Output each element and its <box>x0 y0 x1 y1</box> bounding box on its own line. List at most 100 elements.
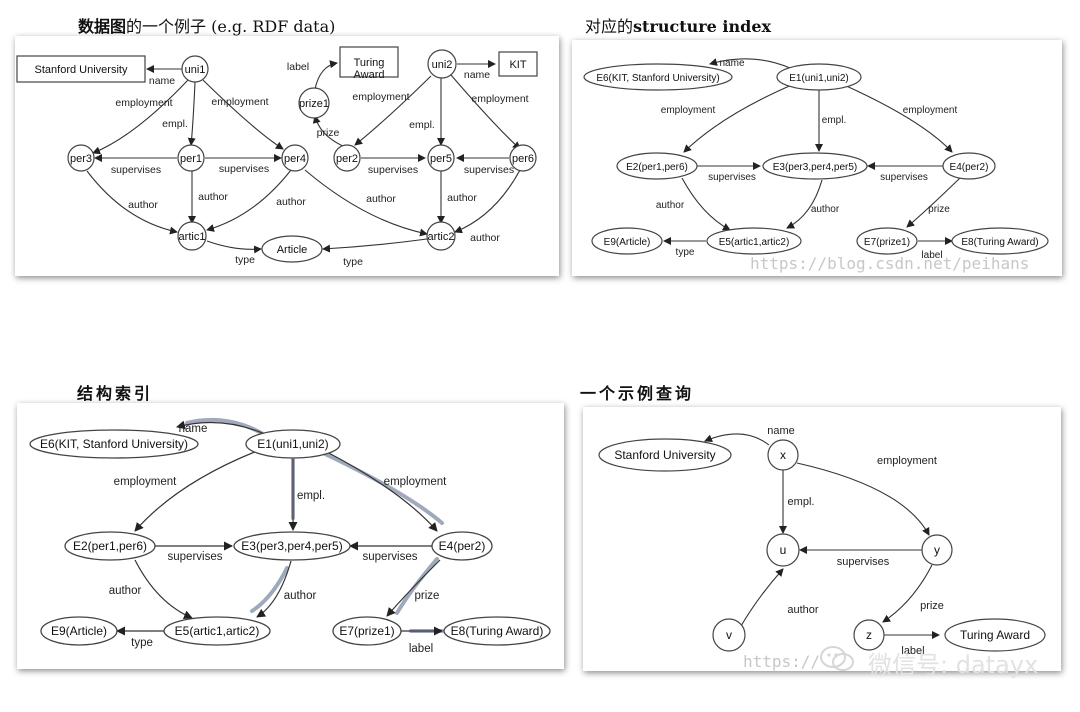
si-edge-label-empl: empl. <box>822 115 846 126</box>
si-edge-label-supervises-left: supervises <box>708 172 756 183</box>
label-artic2: artic2 <box>428 231 455 243</box>
si-edge-e2-author-e5 <box>681 177 731 231</box>
edge-label-type-artic1: type <box>235 254 255 266</box>
sih-edge-label-author-right: author <box>284 590 317 602</box>
sih-edge-e1-employment-e4 <box>324 450 438 532</box>
node-per1 <box>177 144 205 172</box>
example-query-panel: Stanford University x u y v z Turing Awa… <box>583 407 1061 679</box>
hl-e4-e7 <box>395 557 439 615</box>
structure-index-graph: E6(KIT, Stanford University) E1(uni1,uni… <box>583 58 1049 261</box>
si-label-e5: E5(artic1,artic2) <box>719 237 790 248</box>
edge-per6-author-artic2 <box>454 169 521 234</box>
q-edge-label-label: label <box>901 645 924 657</box>
q-node-y <box>921 534 953 566</box>
node-article <box>261 235 323 263</box>
q-label-x: x <box>780 448 786 462</box>
label-uni2: uni2 <box>432 59 453 71</box>
si-label-e2: E2(per1,per6) <box>626 162 688 173</box>
caption-rdf-rest: 的一个例子 (e.g. RDF data) <box>126 17 336 36</box>
si-edge-label-name: name <box>719 58 744 69</box>
edge-per4-author-artic2 <box>304 169 428 237</box>
si-node-e5 <box>706 227 802 255</box>
sih-label-e2: E2(per1,per6) <box>73 539 147 553</box>
node-artic2 <box>426 221 456 251</box>
si-edge-label-employment-right: employment <box>903 105 958 116</box>
q-edge-label-name: name <box>767 425 795 437</box>
si-label-e4: E4(per2) <box>950 162 989 173</box>
sih-node-e6 <box>29 429 199 459</box>
q-node-turing-award <box>944 618 1046 652</box>
si-edge-label-type: type <box>676 247 695 258</box>
caption-example-query: 一个示例查询 <box>580 384 695 403</box>
caption-structure-bold: structure index <box>633 17 772 36</box>
q-edge-x-name-stanford <box>704 433 770 446</box>
sih-edge-label-empl: empl. <box>297 490 325 502</box>
edge-uni1-empl-per1 <box>187 81 196 146</box>
edge-label-supervises-per6: supervises <box>464 164 514 176</box>
sih-node-e3 <box>233 531 351 561</box>
example-query-graph: Stanford University x u y v z Turing Awa… <box>598 425 1046 657</box>
wechat-icon <box>820 646 854 671</box>
sih-node-e4 <box>431 531 493 561</box>
si-node-e3 <box>762 152 868 180</box>
node-stanford-university <box>16 55 146 83</box>
edge-label-employment-per6: employment <box>471 93 528 105</box>
q-node-x <box>767 439 799 471</box>
q-label-z: z <box>866 628 872 642</box>
edge-uni2-employment-per2 <box>354 75 432 146</box>
edge-label-type-artic2: type <box>343 256 363 268</box>
q-label-stanford: Stanford University <box>614 448 715 462</box>
si-node-e2 <box>616 152 698 180</box>
node-artic1 <box>177 221 207 251</box>
si-edge-e1-name-e6 <box>709 58 791 69</box>
edge-artic1-type-article <box>206 240 262 254</box>
caption-structural-index: 结构索引 <box>77 384 154 403</box>
edge-label-prize: prize <box>317 127 340 139</box>
edge-uni1-employment-per4 <box>202 79 284 150</box>
si-edge-label-prize: prize <box>928 204 950 215</box>
sih-edge-label-employment-right: employment <box>384 476 447 488</box>
sih-label-e7: E7(prize1) <box>339 624 394 638</box>
edge-prize1-label-turing <box>314 60 338 90</box>
edge-label-supervises-per4: supervises <box>219 163 269 175</box>
sih-edge-label-author-left: author <box>109 585 142 597</box>
si-label-e9: E9(Article) <box>604 237 651 248</box>
sih-label-e8: E8(Turing Award) <box>451 624 544 638</box>
si-label-e8: E8(Turing Award) <box>961 237 1038 248</box>
si-edge-label-employment-left: employment <box>661 105 716 116</box>
edge-label-empl-per1: empl. <box>162 118 188 130</box>
sih-edge-e4-prize-e7 <box>386 559 441 617</box>
sih-edge-e3-author-e5 <box>256 560 292 618</box>
sih-node-e2 <box>64 531 156 561</box>
sih-label-e4: E4(per2) <box>439 539 486 553</box>
edge-label-supervises-per2: supervises <box>368 164 418 176</box>
sih-edge-label-supervises-right: supervises <box>363 551 418 563</box>
edge-label-employment-per4: employment <box>211 96 268 108</box>
structure-index-panel: E6(KIT, Stanford University) E1(uni1,uni… <box>572 40 1062 276</box>
structure-index-highlight-graph: E6(KIT, Stanford University) E1(uni1,uni… <box>29 417 551 655</box>
edge-label-author-per4-artic1: author <box>276 196 306 208</box>
node-per4 <box>281 144 309 172</box>
edge-label-author-per1: author <box>198 191 228 203</box>
node-per2 <box>333 144 361 172</box>
q-node-v <box>712 618 746 652</box>
sih-node-e9 <box>40 616 118 646</box>
edge-label-author-per6: author <box>470 232 500 244</box>
label-uni1: uni1 <box>185 64 206 76</box>
edge-label-label-prize1: label <box>287 61 309 73</box>
si-node-e6 <box>583 63 733 91</box>
q-edge-v-author-u <box>740 568 784 627</box>
q-node-z <box>853 619 885 651</box>
edge-uni2-employment-per6 <box>450 74 521 150</box>
edge-label-name-uni2: name <box>464 69 490 81</box>
sih-node-e8 <box>443 616 551 646</box>
caption-structure-index: 对应的structure index <box>585 13 771 37</box>
sih-node-e5 <box>163 616 271 646</box>
edge-label-author-per3: author <box>128 199 158 211</box>
node-uni2 <box>427 49 457 79</box>
label-per3: per3 <box>70 153 92 165</box>
si-edge-label-supervises-right: supervises <box>880 172 928 183</box>
sih-label-e9: E9(Article) <box>51 624 107 638</box>
edge-label-supervises-per3: supervises <box>111 164 161 176</box>
